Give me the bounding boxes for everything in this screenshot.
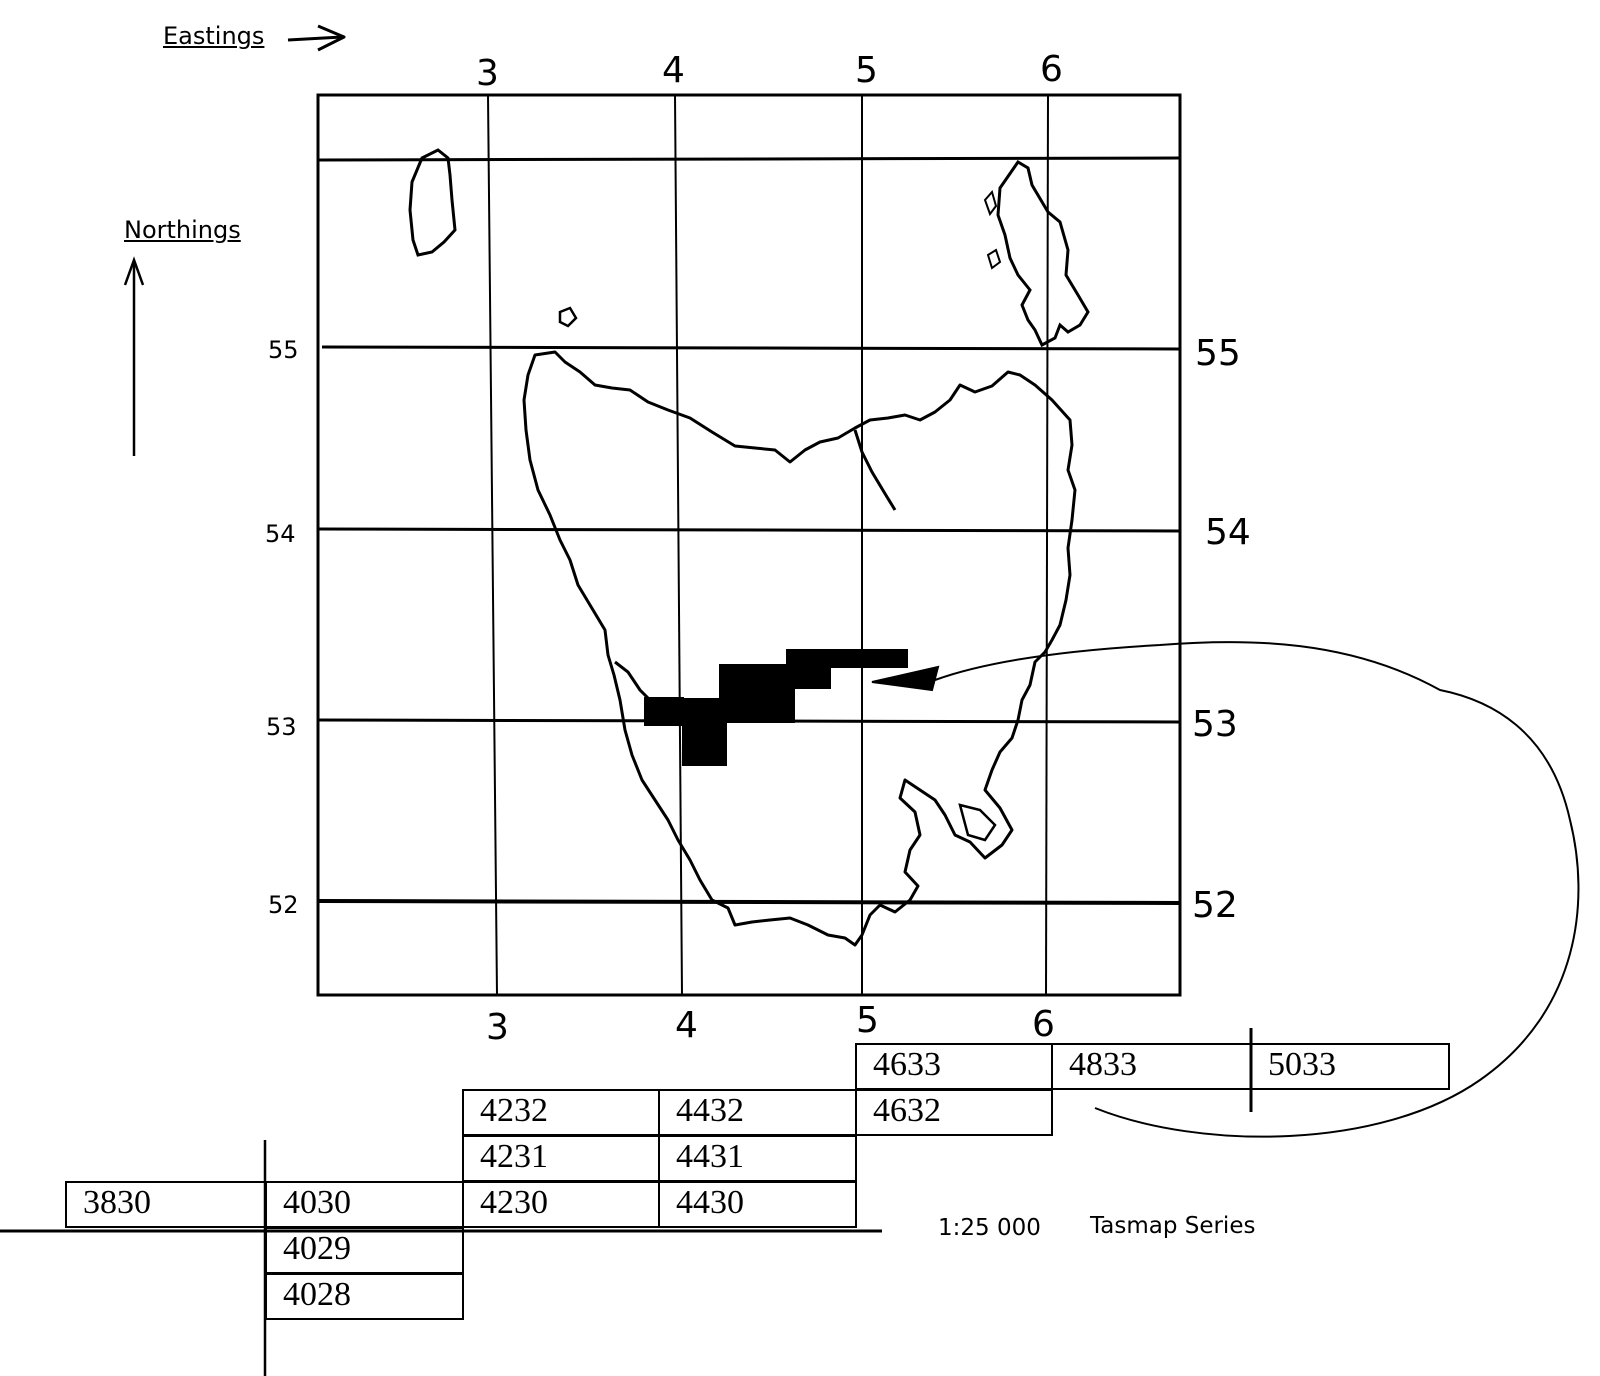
index-sheet-4431: 4431 (658, 1135, 857, 1182)
eastings-label: Eastings (163, 22, 265, 50)
pointer-curve (934, 641, 1580, 1138)
scale-label: 1:25 000 (938, 1215, 1041, 1241)
macquarie-harbour (614, 660, 652, 702)
pointer-arrow-head (871, 665, 940, 692)
tasmania-coastline (522, 350, 1077, 947)
index-sheet-4833: 4833 (1051, 1043, 1252, 1090)
easting-bottom-tick: 4 (675, 1005, 698, 1046)
index-sheet-4028: 4028 (265, 1273, 464, 1320)
easting-grid-lines (487, 94, 1049, 996)
islet-outline (983, 189, 998, 217)
small-island-outline (558, 306, 578, 328)
northings-label: Northings (124, 216, 241, 244)
easting-top-tick: 5 (855, 50, 878, 91)
northing-left-tick: 52 (268, 891, 299, 919)
northing-left-tick: 53 (266, 713, 297, 741)
northing-left-tick: 55 (268, 336, 299, 364)
index-sheet-4232: 4232 (462, 1089, 660, 1136)
northing-right-tick: 55 (1195, 333, 1241, 374)
index-sheet-4029: 4029 (265, 1227, 464, 1274)
easting-bottom-tick: 6 (1032, 1004, 1055, 1045)
tamar-river (853, 429, 897, 511)
easting-top-tick: 6 (1040, 49, 1063, 90)
series-label: Tasmap Series (1090, 1213, 1256, 1239)
northing-grid-lines (317, 156, 1181, 905)
easting-bottom-tick: 3 (486, 1007, 509, 1048)
index-sheet-4633: 4633 (855, 1043, 1053, 1090)
king-island-outline (408, 148, 457, 257)
index-sheet-4030: 4030 (265, 1181, 464, 1228)
flinders-island-outline (996, 159, 1090, 348)
index-sheet-4432: 4432 (658, 1089, 857, 1136)
eastings-arrow-head (317, 24, 346, 52)
northing-right-tick: 53 (1192, 704, 1238, 745)
easting-bottom-tick: 5 (856, 1000, 879, 1041)
eastings-arrow-shaft (287, 35, 343, 42)
index-sheet-4230: 4230 (462, 1181, 660, 1228)
highlighted-area (644, 649, 908, 766)
easting-top-tick: 3 (476, 53, 499, 94)
northing-right-tick: 52 (1192, 885, 1238, 926)
map-frame (316, 93, 1182, 997)
tasman-peninsula (958, 803, 997, 842)
northings-arrow-head (123, 256, 145, 286)
index-sheet-4430: 4430 (658, 1181, 857, 1228)
easting-top-tick: 4 (662, 50, 685, 91)
index-sheet-5033: 5033 (1250, 1043, 1450, 1090)
northing-right-tick: 54 (1205, 512, 1251, 553)
islet-outline (986, 248, 1002, 270)
index-sheet-3830: 3830 (65, 1181, 267, 1228)
index-sheet-4231: 4231 (462, 1135, 660, 1182)
northing-left-tick: 54 (265, 520, 296, 548)
index-sheet-4632: 4632 (855, 1089, 1053, 1136)
